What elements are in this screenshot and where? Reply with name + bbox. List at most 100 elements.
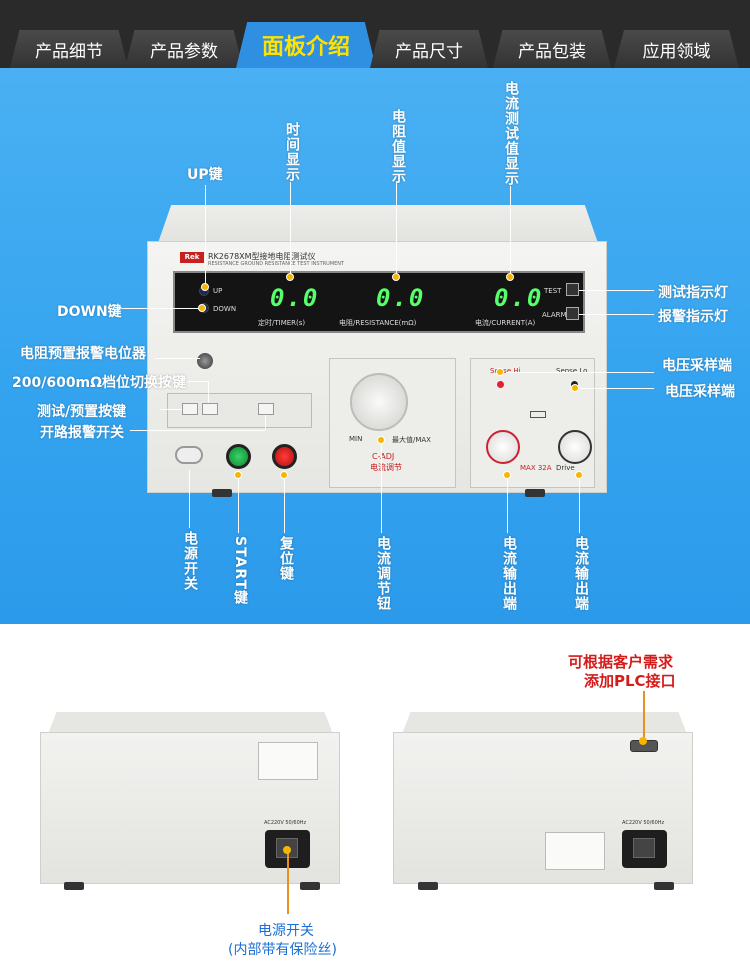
up-label: UP xyxy=(213,287,223,295)
brand-logo: Rek xyxy=(180,252,204,263)
tab-application[interactable]: 应用领域 xyxy=(614,30,739,68)
callout-line xyxy=(121,308,201,309)
test-label: TEST xyxy=(544,287,562,295)
callout-dot xyxy=(283,846,291,854)
callout-dot xyxy=(503,471,511,479)
test-indicator-light xyxy=(566,283,579,296)
callout-dot xyxy=(506,273,514,281)
tab-product-size[interactable]: 产品尺寸 xyxy=(370,30,488,68)
range-switch-button[interactable] xyxy=(202,403,218,415)
callout-line xyxy=(396,182,397,277)
tab-product-params[interactable]: 产品参数 xyxy=(125,30,243,68)
nameplate xyxy=(545,832,605,870)
alarm-indicator-light xyxy=(566,307,579,320)
callout-line xyxy=(238,475,239,533)
callout-line xyxy=(160,409,182,410)
power-socket xyxy=(633,838,655,858)
callout-line xyxy=(188,381,208,382)
callout-line xyxy=(510,186,511,277)
callout-voltage-sample-2: 电压采样端 xyxy=(665,384,735,400)
callout-line xyxy=(130,430,265,431)
knob-max-label: 最大值/MAX xyxy=(392,436,431,444)
callout-range-switch: 200/600mΩ档位切换按键 xyxy=(12,375,187,391)
callout-power-switch: 电源开关 xyxy=(182,531,198,591)
tab-label: 应用领域 xyxy=(642,41,711,62)
plc-note-line2: 添加PLC接口 xyxy=(584,672,676,690)
plc-note-line1: 可根据客户需求 xyxy=(568,653,674,671)
knob-min-label: MIN xyxy=(349,435,363,443)
test-preset-button[interactable] xyxy=(182,403,198,415)
callout-dot xyxy=(377,436,385,444)
resistance-preset-pot[interactable] xyxy=(197,353,213,369)
tab-panel-intro[interactable]: 面板介绍 xyxy=(236,22,376,68)
sense-hi-terminal[interactable] xyxy=(495,379,506,390)
callout-dot xyxy=(201,283,209,291)
callout-current-knob: 电流调节钮 xyxy=(375,536,391,611)
c-adj-label: C-ADJ xyxy=(372,452,395,461)
callout-dot xyxy=(234,471,242,479)
device-foot xyxy=(300,882,320,890)
callout-dot xyxy=(286,273,294,281)
shunt-symbol xyxy=(530,411,546,418)
callout-line xyxy=(265,415,266,430)
device-foot xyxy=(525,489,545,497)
ac-label-left: AC220V 50/60Hz xyxy=(264,820,307,826)
callout-line xyxy=(579,475,580,533)
callout-dot xyxy=(575,471,583,479)
tab-bar: 产品细节 产品参数 面板介绍 产品尺寸 产品包装 应用领域 xyxy=(0,0,750,68)
callout-up-key: UP键 xyxy=(187,167,223,183)
tab-label: 产品细节 xyxy=(35,41,103,62)
tab-product-details[interactable]: 产品细节 xyxy=(10,30,128,68)
callout-reset-key: 复位键 xyxy=(278,536,294,581)
callout-voltage-sample-1: 电压采样端 xyxy=(662,358,732,374)
power-note-line1: 电源开关 xyxy=(258,923,314,939)
nameplate xyxy=(258,742,318,780)
callout-line xyxy=(189,470,190,528)
display-panel xyxy=(173,271,585,333)
callout-dot xyxy=(392,273,400,281)
callout-line xyxy=(580,388,654,389)
current-adjust-knob[interactable] xyxy=(350,373,408,431)
timer-label: 定时/TIMER(s) xyxy=(258,319,306,327)
callout-line xyxy=(579,314,654,315)
start-button[interactable] xyxy=(226,444,251,469)
callout-resistance-pot: 电阻预置报警电位器 xyxy=(20,346,146,362)
device-foot xyxy=(418,882,438,890)
callout-line xyxy=(506,372,654,373)
callout-test-indicator: 测试指示灯 xyxy=(658,285,728,301)
callout-dot xyxy=(639,737,647,745)
power-switch[interactable] xyxy=(175,446,203,464)
callout-line xyxy=(381,440,382,533)
ac-label-right: AC220V 50/60Hz xyxy=(622,820,665,826)
callout-line-orange xyxy=(643,691,645,741)
tab-label: 产品参数 xyxy=(150,41,218,62)
tab-product-package[interactable]: 产品包装 xyxy=(493,30,611,68)
tab-label: 产品包装 xyxy=(518,41,586,62)
callout-resistance-display: 电阻值显示 xyxy=(390,109,406,184)
callout-down-key: DOWN键 xyxy=(57,304,122,320)
sense-hi-label: Sense Hi xyxy=(490,367,521,375)
callout-line xyxy=(155,358,200,359)
open-alarm-switch[interactable] xyxy=(258,403,274,415)
callout-dot xyxy=(280,471,288,479)
model-label-en: RESISTANCE GROUND RESISTANCE TEST INSTRU… xyxy=(208,261,345,267)
device-top-bevel xyxy=(158,205,598,243)
callout-line-orange xyxy=(287,850,289,914)
device-foot xyxy=(212,489,232,497)
callout-time-display: 时间显示 xyxy=(284,122,300,182)
callout-start-key: START键 xyxy=(232,536,248,606)
sense-lo-label: Sense Lo xyxy=(556,367,588,375)
device-foot xyxy=(64,882,84,890)
timer-readout: 0.0 xyxy=(270,284,320,312)
callout-line xyxy=(290,182,291,277)
current-label: 电流/CURRENT(A) xyxy=(475,319,536,327)
drive-hi-terminal[interactable] xyxy=(486,430,520,464)
reset-button[interactable] xyxy=(272,444,297,469)
drive-lo-terminal[interactable] xyxy=(558,430,592,464)
device-foot xyxy=(654,882,674,890)
callout-open-alarm: 开路报警开关 xyxy=(40,425,124,441)
callout-line xyxy=(205,185,206,285)
callout-line xyxy=(208,381,209,403)
tab-label: 面板介绍 xyxy=(261,35,350,60)
callout-dot xyxy=(198,304,206,312)
